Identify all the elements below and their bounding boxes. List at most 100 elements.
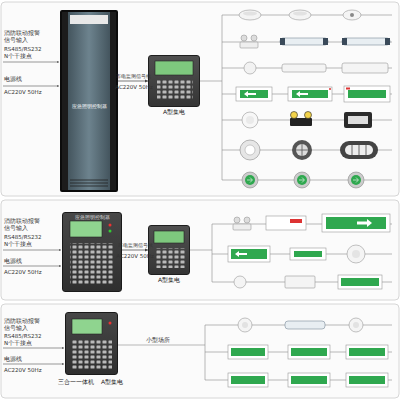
annotation-label: RS485/RS232 (4, 234, 56, 241)
bus-wire (222, 15, 223, 180)
tube-end (385, 38, 390, 45)
exit-sign (288, 87, 332, 101)
round-light (240, 140, 260, 160)
exit-sign-face (348, 90, 386, 98)
feed-wire (200, 81, 222, 82)
integrated-controller: 三合一一体机A型集电 (65, 312, 118, 375)
node-label: 应急照明控制器 (62, 104, 116, 110)
cabinet-vents (70, 180, 108, 186)
branch-wire (212, 254, 392, 255)
power-wire (3, 86, 59, 87)
light-wiring (118, 15, 392, 380)
ceiling-light-lens (243, 12, 257, 16)
keypad (155, 248, 185, 268)
flat-light-lens (246, 116, 254, 124)
twin-head-base (290, 118, 312, 126)
exit-sign-face (231, 348, 265, 356)
annotation-label: AC220V 50Hz (4, 89, 56, 96)
row-panel (1, 2, 399, 196)
exit-sign (228, 373, 268, 387)
bulkhead-bars (352, 145, 366, 155)
annotation-label: 小型场所 (146, 337, 170, 344)
exit-sign (346, 373, 388, 387)
exit-sign-face (349, 376, 385, 384)
branch-wire (205, 325, 392, 326)
annotation-label: N个干接点 (4, 241, 56, 248)
row2-lights (228, 214, 390, 289)
exit-sign-face (291, 348, 327, 356)
floor-indicator (242, 172, 258, 188)
annotation-label: 电源线 (4, 76, 44, 83)
branch-wire (205, 380, 392, 381)
branch-wire (222, 94, 392, 95)
annotation-label: 消防联动报警信号输入 (4, 218, 40, 231)
annotation-label: AC220V 50Hz (115, 84, 153, 91)
exit-sign-face (341, 278, 379, 286)
round-light (349, 318, 363, 332)
exit-sign (346, 345, 388, 359)
annotation-label: RS485/RS232 (4, 46, 56, 53)
signal-wire (3, 348, 64, 349)
exit-arrow (357, 219, 372, 227)
wall-light (342, 63, 388, 73)
power-wire (3, 364, 64, 365)
exit-sign (288, 345, 330, 359)
status-led (346, 88, 350, 90)
lcd-screen (72, 319, 102, 334)
floor-indicator (294, 172, 310, 188)
row-panel (1, 304, 399, 398)
flat-light (242, 112, 258, 128)
round-light (238, 318, 252, 332)
annotation-label: 消防联动报警信号输入 (4, 318, 40, 331)
tube-light (280, 38, 328, 45)
twin-spot-head (234, 217, 240, 223)
branch-wire (222, 15, 392, 16)
row-panel (1, 200, 399, 300)
annotation-label: AC220V 50Hz (4, 269, 56, 276)
annotation-label: 电源线 (4, 258, 44, 265)
exit-sign (344, 86, 390, 102)
branch-wire (222, 180, 392, 181)
exit-sign-face (291, 376, 327, 384)
cabinet-top-plate (70, 15, 108, 24)
tube-end (323, 38, 328, 45)
node-label: 应急照明控制器 (63, 215, 121, 220)
distribution-box: A型集电 (148, 225, 190, 275)
connector-arrow (118, 81, 148, 82)
twin-head-lamp (291, 112, 298, 119)
twin-spot-head (241, 35, 247, 41)
feed-wire (190, 250, 212, 251)
oval-bulkhead (340, 141, 378, 159)
tube-end (280, 38, 285, 45)
panel-light (285, 276, 315, 288)
exit-arrow (235, 251, 247, 257)
wall-light (282, 64, 326, 72)
exit-sign (290, 248, 326, 260)
exit-sign-face (231, 249, 267, 259)
branch-wire (222, 68, 392, 69)
round-light-lens (353, 322, 359, 328)
exit-sign-face (349, 348, 385, 356)
floor-arrow (247, 178, 253, 183)
status-led (109, 322, 112, 325)
exit-sign (228, 345, 268, 359)
exit-arrow (296, 91, 308, 97)
keypad (157, 80, 193, 100)
exit-sign (236, 87, 272, 101)
feed-wire (118, 345, 205, 346)
round-light-lens (242, 322, 248, 328)
exit-arrow (244, 91, 256, 97)
branch-wire (212, 224, 392, 225)
round-light (347, 245, 365, 263)
branch-wire (212, 282, 392, 283)
floor-indicator-face (245, 175, 255, 185)
grid-light (292, 140, 312, 160)
twin-head-lamp (305, 112, 312, 119)
floor-indicator-face (297, 175, 307, 185)
exit-sign-face (231, 376, 265, 384)
small-downlight (234, 276, 246, 288)
exit-sign-face (326, 217, 386, 229)
tube-light (342, 38, 390, 45)
node-label: A型集电 (101, 379, 123, 386)
